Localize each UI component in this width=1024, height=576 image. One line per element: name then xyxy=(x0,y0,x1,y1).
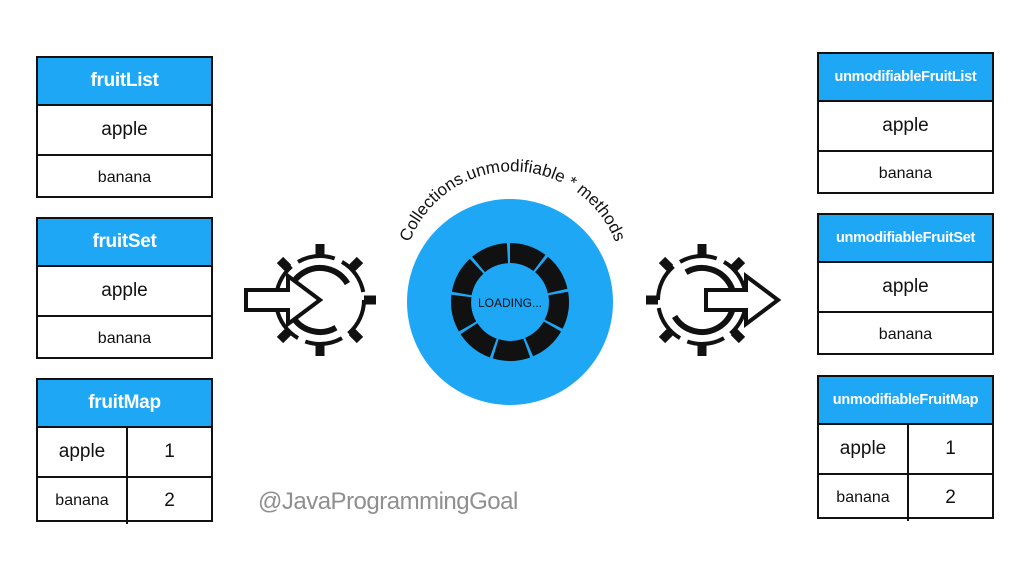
unmodifiable-fruit-list-title: unmodifiableFruitList xyxy=(819,54,992,102)
unmodifiable-fruit-list-table: unmodifiableFruitList apple banana xyxy=(817,52,994,194)
loading-ring-icon xyxy=(451,243,569,361)
table-row: apple 1 xyxy=(38,428,211,478)
gear-arrow-in-icon xyxy=(244,244,376,356)
map-key: banana xyxy=(819,475,909,521)
list-item: banana xyxy=(878,326,933,343)
list-item: apple xyxy=(819,102,992,152)
list-item: banana xyxy=(97,169,152,186)
map-value: 2 xyxy=(164,490,175,511)
map-key: apple xyxy=(819,425,909,473)
list-item: banana xyxy=(97,330,152,347)
table-row: banana 2 xyxy=(38,478,211,524)
fruit-list-title: fruitList xyxy=(38,58,211,106)
map-value: 1 xyxy=(164,441,175,462)
watermark: @JavaProgrammingGoal xyxy=(258,488,518,515)
list-item: apple xyxy=(38,106,211,156)
map-value: 1 xyxy=(945,438,956,459)
process-circle xyxy=(407,199,613,405)
fruit-map-table: fruitMap apple 1 banana 2 xyxy=(36,378,213,524)
fruit-set-table: fruitSet apple banana xyxy=(36,217,213,359)
unmodifiable-fruit-map-title: unmodifiableFruitMap xyxy=(819,377,992,425)
fruit-set-title: fruitSet xyxy=(38,219,211,267)
loading-text: LOADING... xyxy=(478,296,542,310)
unmodifiable-fruit-map-table: unmodifiableFruitMap apple 1 banana 2 xyxy=(817,375,994,521)
list-item: banana xyxy=(878,165,933,182)
map-key: apple xyxy=(38,428,128,476)
fruit-map-title: fruitMap xyxy=(38,380,211,428)
fruit-list-table: fruitList apple banana xyxy=(36,56,213,198)
map-value: 2 xyxy=(945,487,956,508)
table-row: apple 1 xyxy=(819,425,992,475)
unmodifiable-fruit-set-title: unmodifiableFruitSet xyxy=(819,215,992,263)
unmodifiable-fruit-set-table: unmodifiableFruitSet apple banana xyxy=(817,213,994,355)
gear-arrow-out-icon xyxy=(646,244,782,356)
table-row: banana 2 xyxy=(819,475,992,521)
map-key: banana xyxy=(38,478,128,524)
list-item: apple xyxy=(819,263,992,313)
list-item: apple xyxy=(38,267,211,317)
